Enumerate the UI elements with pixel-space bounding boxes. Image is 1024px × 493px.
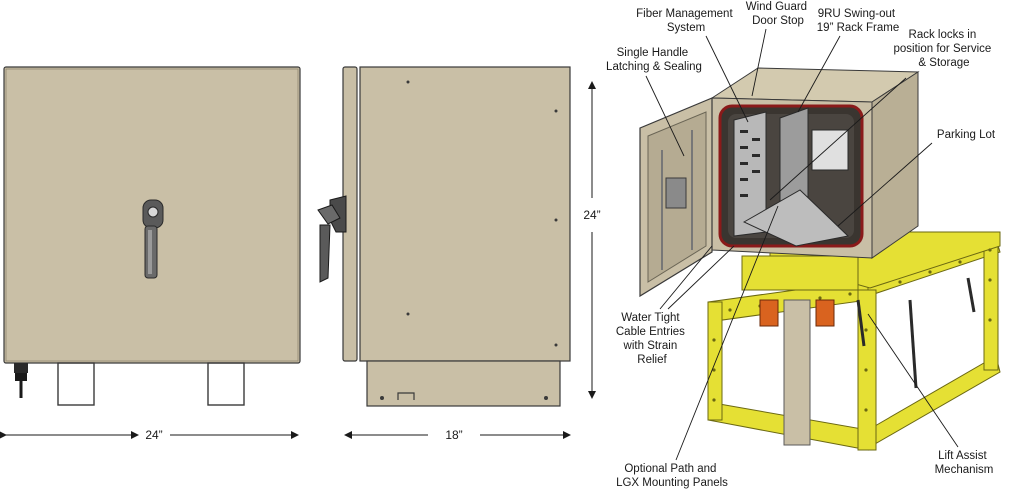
lift-assist-rods xyxy=(856,277,976,389)
callout-optional-path: Optional Path and LGX Mounting Panels xyxy=(616,205,779,489)
front-left-leg xyxy=(57,362,95,406)
side-base-plate xyxy=(366,360,561,407)
single-handle-line1: Single Handle xyxy=(617,47,689,59)
open-enclosure-body xyxy=(710,67,920,259)
front-right-leg xyxy=(207,362,245,406)
side-depth-dimension: 18” xyxy=(344,428,571,442)
front-view xyxy=(3,66,301,406)
rack-locks-line2: position for Service xyxy=(894,43,992,55)
optional-path-line2: LGX Mounting Panels xyxy=(616,477,728,489)
rack-locks-line1: Rack locks in xyxy=(909,29,977,41)
cable-entries-line1: Water Tight xyxy=(621,312,680,324)
cable-entries-line3: with Strain xyxy=(623,340,678,352)
front-width-label: 24” xyxy=(145,428,162,442)
fiber-management-line2: System xyxy=(667,22,705,34)
svg-text:Water Tight Cable Entrie: Water Tight Cable Entries with Strain Re… xyxy=(616,312,688,366)
side-enclosure-body xyxy=(359,66,571,362)
side-view xyxy=(317,66,571,407)
svg-text:9RU Swing-out 19” Rack F: 9RU Swing-out 19” Rack Frame xyxy=(817,8,899,34)
callout-lift-assist: Lift Assist Mechanism xyxy=(867,313,994,476)
cable-entries-line4: Relief xyxy=(637,354,667,366)
front-door-edge xyxy=(5,68,299,362)
rack-locks-line3: & Storage xyxy=(918,57,969,69)
optional-path-line1: Optional Path and xyxy=(624,463,716,475)
open-door xyxy=(639,97,713,298)
svg-text:Optional Path and LGX Mo: Optional Path and LGX Mounting Panels xyxy=(616,463,728,489)
center-post xyxy=(783,299,811,446)
svg-text:Single Handle Latching &: Single Handle Latching & Sealing xyxy=(606,47,702,73)
single-handle-line2: Latching & Sealing xyxy=(606,61,702,73)
open-enclosure-view xyxy=(639,67,1001,451)
rack-frame-line1: 9RU Swing-out xyxy=(818,8,896,20)
fiber-management-line1: Fiber Management xyxy=(636,8,733,20)
callout-rack-frame: 9RU Swing-out 19” Rack Frame xyxy=(797,8,899,113)
callout-parking-lot: Parking Lot xyxy=(837,129,996,227)
svg-text:Fiber Management System: Fiber Management System xyxy=(636,8,736,34)
rack-frame-line2: 19” Rack Frame xyxy=(817,22,899,34)
callout-single-handle: Single Handle Latching & Sealing xyxy=(606,47,702,157)
height-dimension: 24” xyxy=(583,81,601,399)
height-label: 24” xyxy=(583,208,600,222)
orange-brackets xyxy=(759,299,835,327)
front-width-dimension: 24” xyxy=(0,428,299,442)
side-rivets xyxy=(406,80,558,347)
wind-guard-line2: Door Stop xyxy=(752,15,804,27)
cable-entries-line2: Cable Entries xyxy=(616,326,685,338)
svg-text:Wind Guard Door Stop: Wind Guard Door Stop xyxy=(746,1,811,27)
yellow-stand xyxy=(707,231,1001,451)
callout-cable-entries: Water Tight Cable Entries with Strain Re… xyxy=(616,245,735,366)
callout-wind-guard: Wind Guard Door Stop xyxy=(746,1,811,97)
lift-assist-line1: Lift Assist xyxy=(938,450,987,462)
lift-assist-line2: Mechanism xyxy=(935,464,994,476)
svg-text:Lift Assist Mechanism: Lift Assist Mechanism xyxy=(935,450,994,476)
wind-guard-line1: Wind Guard xyxy=(746,1,807,13)
door-handle-icon xyxy=(142,199,164,279)
side-handle-icon xyxy=(317,195,347,283)
callout-fiber-management: Fiber Management System xyxy=(636,8,749,123)
cable-gland-icon xyxy=(14,363,28,398)
parking-lot-label: Parking Lot xyxy=(937,129,996,141)
callout-rack-locks: Rack locks in position for Service & Sto… xyxy=(769,29,995,201)
svg-text:Rack locks in position f: Rack locks in position for Service & Sto… xyxy=(894,29,995,69)
side-depth-label: 18” xyxy=(445,428,462,442)
